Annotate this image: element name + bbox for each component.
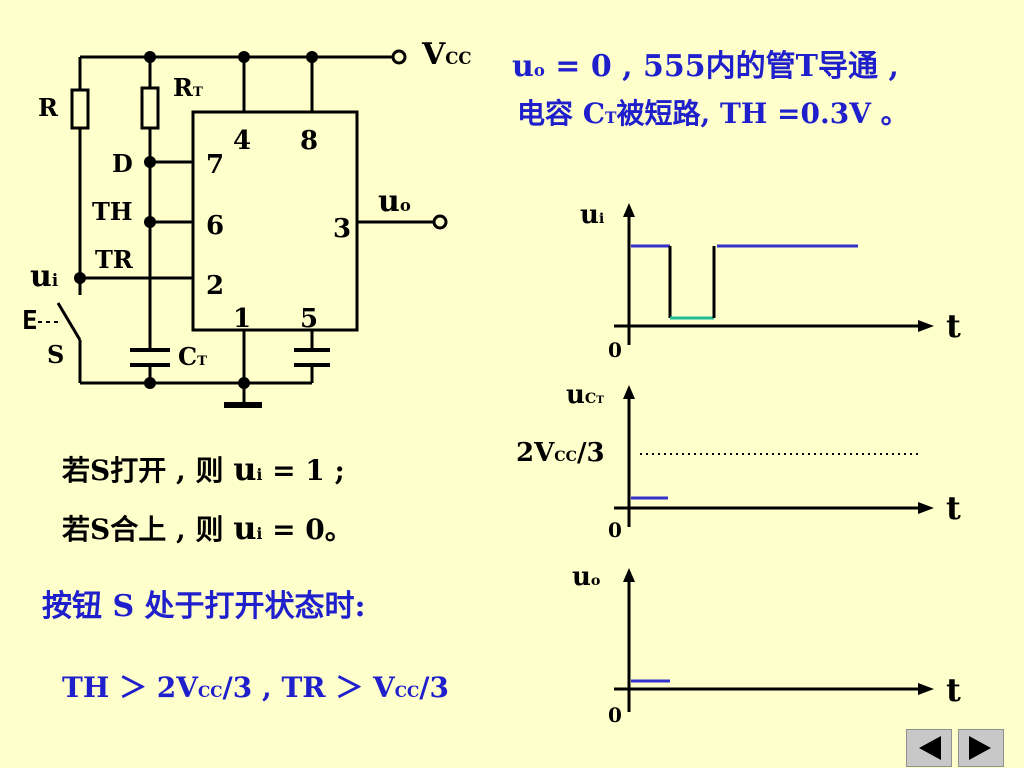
pin-label: 1 [233,304,252,334]
pin-label: 7 [206,150,225,180]
r-label: R [38,93,58,122]
chip-555 [191,110,359,332]
tr-label: TR [95,245,133,274]
output-terminal [432,214,448,230]
pin-label: 6 [206,211,225,241]
ui-axis-arrow-icon [623,203,635,217]
t-axis-arrow-icon [918,683,934,695]
t-axis-arrow-icon [918,320,934,332]
vcc-label: VCC [422,37,472,72]
e-label: E [22,306,38,336]
uct-axis-arrow-icon [623,385,635,399]
capacitor-pin5 [294,348,330,367]
pin-label: 5 [300,304,319,334]
resistor-r [70,88,90,130]
rt-label: RT [173,73,203,102]
ui-axis-label: ui [580,200,605,230]
condition-closed: 若S合上 , 则 ui = 0。 [62,509,353,547]
condition-open: 若S打开 , 则 ui = 1 ; [62,450,345,488]
statement-line-1: uo = 0 , 555内的管T导通 , [512,49,899,84]
button-state-text: 按钮 S 处于打开状态时: [42,589,366,624]
d-label: D [112,149,133,178]
pin-label: 4 [233,126,252,156]
ui-label: ui [30,259,59,294]
uct-axis-label: uCT [566,380,605,410]
pin-label: 8 [300,126,319,156]
t-axis-arrow-icon [918,502,934,514]
zero-label: 0 [608,518,622,542]
zero-label: 0 [608,338,622,362]
right-triangle-icon [969,736,991,760]
prev-slide-button[interactable] [906,729,952,767]
waveform-axes [614,213,920,712]
uo-label: uo [378,184,411,219]
uo-axis-label: uo [572,562,601,592]
uo-axis-arrow-icon [623,568,635,582]
next-slide-button[interactable] [958,729,1004,767]
ct-label: CT [178,342,207,371]
zero-label: 0 [608,703,622,727]
t-axis-label: t [946,307,961,345]
th-label: TH [92,197,133,226]
vcc-terminal [391,49,407,65]
junction-dots [74,51,318,389]
pin-label: 2 [206,271,225,301]
statement-line-2: 电容 CT被短路, TH =0.3V 。 [517,97,909,130]
pin-label: 3 [333,214,352,244]
switch-s [56,302,82,341]
threshold-label: 2VCC/3 [516,438,605,468]
threshold-condition: TH ＞ 2VCC/3 , TR ＞ VCC/3 [62,671,449,704]
capacitor-ct [130,348,170,367]
t-axis-label: t [946,671,961,709]
left-triangle-icon [919,736,941,760]
resistor-rt [140,86,160,130]
s-label: S [47,340,65,369]
t-axis-label: t [946,489,961,527]
ui-waveform [631,244,858,320]
